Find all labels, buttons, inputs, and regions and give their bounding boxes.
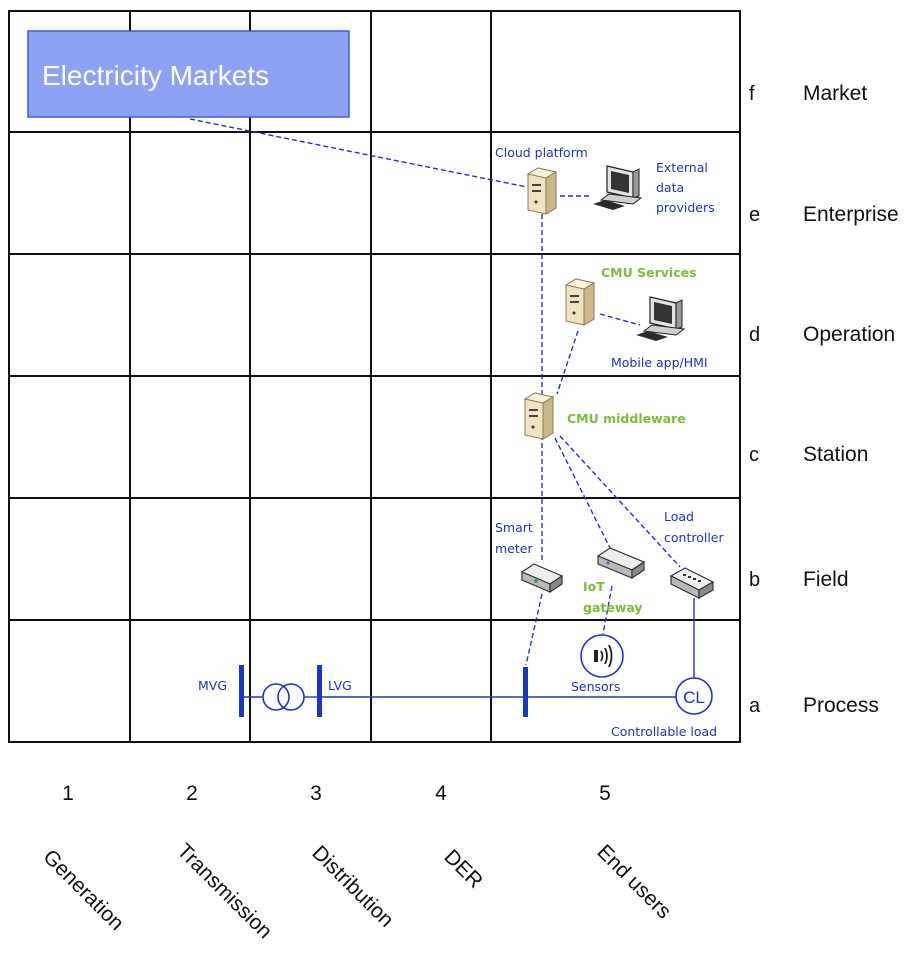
iot-gateway-device-icon — [596, 547, 646, 580]
zone-letter-e: e — [749, 204, 760, 226]
domain-number-4: 4 — [435, 782, 447, 805]
zone-name-process: Process — [803, 694, 879, 717]
iot-gateway-label-2: gateway — [583, 600, 643, 615]
domain-numbers: 1 2 3 4 5 — [62, 782, 611, 805]
cloud-platform-label: Cloud platform — [495, 145, 588, 160]
sensor-icon — [580, 634, 624, 678]
zone-name-enterprise: Enterprise — [803, 203, 899, 226]
zone-name-operation: Operation — [803, 323, 895, 346]
controllable-load-icon: CL — [675, 677, 713, 715]
electricity-markets-box: Electricity Markets — [27, 30, 350, 118]
smart-meter-label-2: meter — [495, 541, 533, 556]
external-data-label-1: External — [656, 160, 708, 175]
domain-number-1: 1 — [62, 782, 74, 805]
domain-number-3: 3 — [310, 782, 322, 805]
end-user-busbar — [523, 667, 528, 717]
zone-letter-d: d — [749, 324, 760, 346]
cmu-middleware-label: CMU middleware — [567, 411, 686, 426]
zone-labels: f Market e Enterprise d Operation c Stat… — [749, 82, 899, 717]
zone-name-station: Station — [803, 443, 868, 466]
transformer-icon — [262, 683, 305, 711]
controllable-load-symbol: CL — [683, 688, 705, 707]
external-data-workstation-icon — [593, 165, 643, 210]
cmu-services-label: CMU Services — [601, 265, 697, 280]
mobile-app-label: Mobile app/HMI — [611, 355, 708, 370]
domain-name-end-users: End users — [592, 840, 675, 923]
zone-name-field: Field — [803, 568, 849, 591]
zone-letter-f: f — [749, 83, 755, 105]
domain-name-distribution: Distribution — [307, 841, 398, 932]
mvg-busbar — [239, 665, 244, 717]
cmu-middleware-server-icon — [523, 392, 555, 440]
load-controller-label-1: Load — [664, 509, 694, 524]
zone-name-market: Market — [803, 82, 867, 105]
domain-name-der: DER — [439, 845, 487, 893]
domain-name-transmission: Transmission — [172, 839, 276, 943]
busbars — [239, 665, 528, 717]
cloud-server-icon — [526, 167, 558, 215]
domain-name-generation: Generation — [38, 845, 128, 935]
lvg-busbar — [317, 665, 322, 717]
cmu-services-server-icon — [564, 278, 596, 326]
electricity-markets-label: Electricity Markets — [42, 60, 269, 91]
communication-links — [189, 118, 681, 666]
power-line — [242, 598, 695, 698]
smart-meter-label-1: Smart — [495, 520, 533, 535]
lvg-label: LVG — [328, 678, 352, 693]
load-controller-device-icon — [669, 567, 715, 600]
controllable-load-label: Controllable load — [611, 724, 717, 739]
mobile-app-workstation-icon — [636, 296, 686, 341]
smart-meter-device-icon — [520, 563, 564, 594]
sgam-grid — [8, 10, 741, 743]
domain-number-5: 5 — [599, 782, 611, 805]
zone-letter-c: c — [749, 444, 759, 466]
mvg-label: MVG — [198, 678, 227, 693]
load-controller-label-2: controller — [664, 530, 724, 545]
zone-letter-b: b — [749, 569, 760, 591]
zone-letter-a: a — [749, 695, 761, 717]
domain-number-2: 2 — [186, 782, 198, 805]
iot-gateway-label-1: IoT — [583, 579, 605, 594]
domain-names: Generation Transmission Distribution DER… — [38, 839, 675, 943]
external-data-label-2: data — [656, 180, 684, 195]
external-data-label-3: providers — [656, 200, 715, 215]
sensors-label: Sensors — [571, 679, 620, 694]
